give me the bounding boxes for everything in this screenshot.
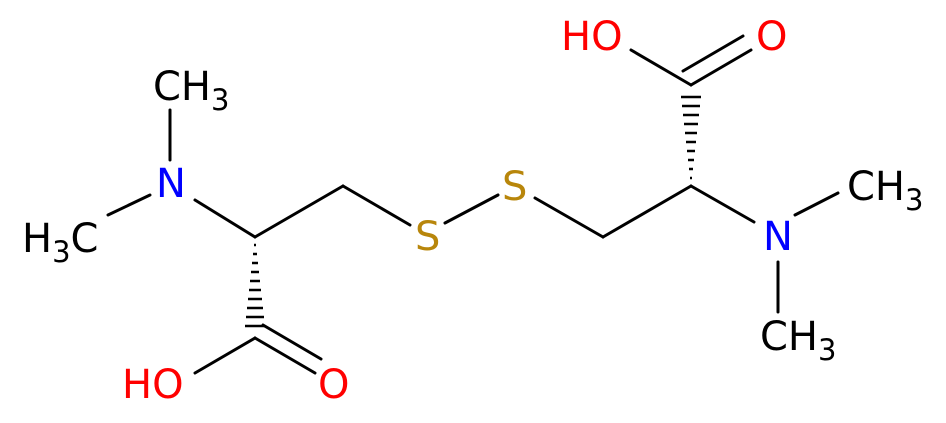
atom-sulfur-2: S <box>502 164 527 210</box>
atom-left-methyl-top: CH3 <box>153 64 229 117</box>
bond-left-c-oh <box>193 336 257 375</box>
atom-right-nitrogen: N <box>763 214 793 260</box>
atom-right-methyl-lower: CH3 <box>760 314 836 367</box>
bond-right-s-ch2 <box>533 196 605 239</box>
atom-right-methyl-upper: CH3 <box>847 164 923 217</box>
bond-right-c-o-double-2 <box>681 34 745 73</box>
stereo-bonds <box>245 95 701 328</box>
atom-right-carbonyl-oxygen: O <box>756 14 787 60</box>
bond-disulfide <box>443 193 500 225</box>
hashed-wedge-right <box>681 95 701 180</box>
bond-left-n-methyl-left <box>106 193 152 217</box>
atom-sulfur-1: S <box>415 214 440 260</box>
bond-right-ch2-alpha <box>601 184 693 239</box>
atom-labels: CH3 H3C N HO O S S HO O N CH3 CH3 <box>22 14 923 408</box>
bonds <box>106 34 840 375</box>
atom-right-hydroxyl: HO <box>561 14 623 60</box>
bond-left-ch2-s <box>341 184 412 227</box>
atom-left-methyl-left: H3C <box>22 216 98 269</box>
bond-right-c-oh <box>629 48 693 87</box>
hashed-wedge-left <box>245 243 265 328</box>
bond-left-alpha-ch2 <box>253 184 345 239</box>
bond-left-c-o-double-1 <box>253 336 317 375</box>
bond-left-c-o-double-2 <box>261 323 323 361</box>
atom-left-nitrogen: N <box>156 161 186 207</box>
bond-left-n-alpha <box>193 198 257 239</box>
atom-left-hydroxyl: HO <box>122 362 184 408</box>
atom-left-carbonyl-oxygen: O <box>318 362 349 408</box>
bond-right-alpha-n <box>689 184 756 224</box>
bond-right-n-methyl-upper <box>793 191 840 217</box>
bond-right-c-o-double-1 <box>689 48 753 87</box>
